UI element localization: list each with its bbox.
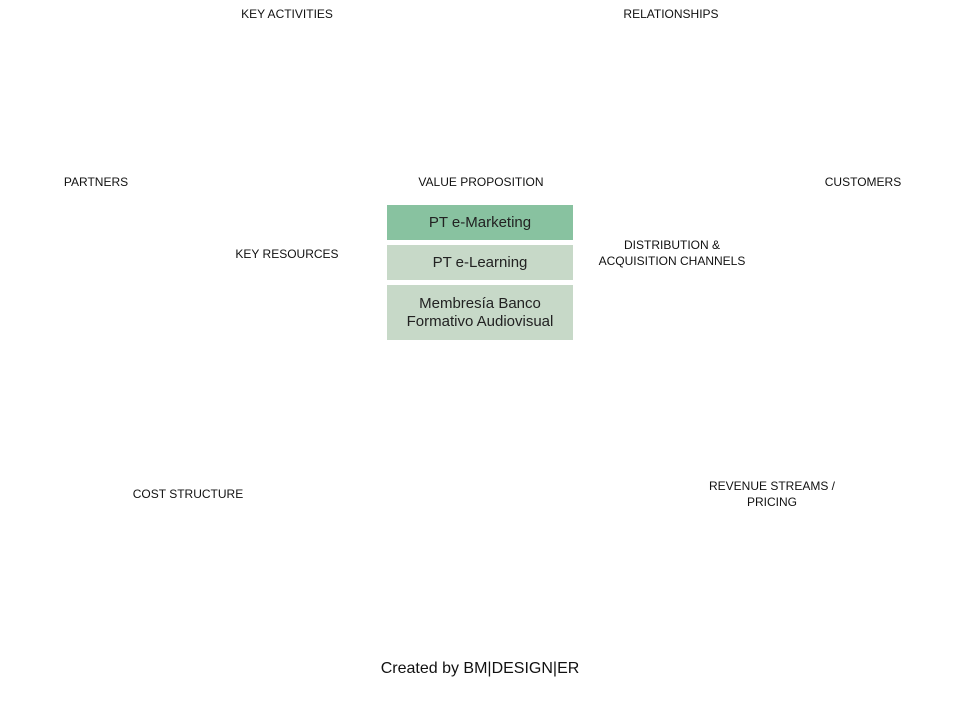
partners-label: PARTNERS — [63, 175, 129, 189]
cost-structure-label: COST STRUCTURE — [132, 487, 244, 501]
revenue-streams-label: REVENUE STREAMS / PRICING — [708, 479, 836, 509]
relationships-label: RELATIONSHIPS — [623, 7, 719, 21]
distribution-channels-label: DISTRIBUTION & ACQUISITION CHANNELS — [598, 238, 746, 268]
value-item-membresia-banco: Membresía Banco Formativo Audiovisual — [387, 285, 573, 340]
value-proposition-label: VALUE PROPOSITION — [418, 175, 544, 189]
value-item-pt-e-learning: PT e-Learning — [387, 245, 573, 280]
key-resources-label: KEY RESOURCES — [235, 247, 339, 261]
key-activities-label: KEY ACTIVITIES — [241, 7, 333, 21]
customers-label: CUSTOMERS — [824, 175, 902, 189]
value-item-pt-e-marketing: PT e-Marketing — [387, 205, 573, 240]
footer-credit: Created by BM|DESIGN|ER — [380, 660, 580, 677]
